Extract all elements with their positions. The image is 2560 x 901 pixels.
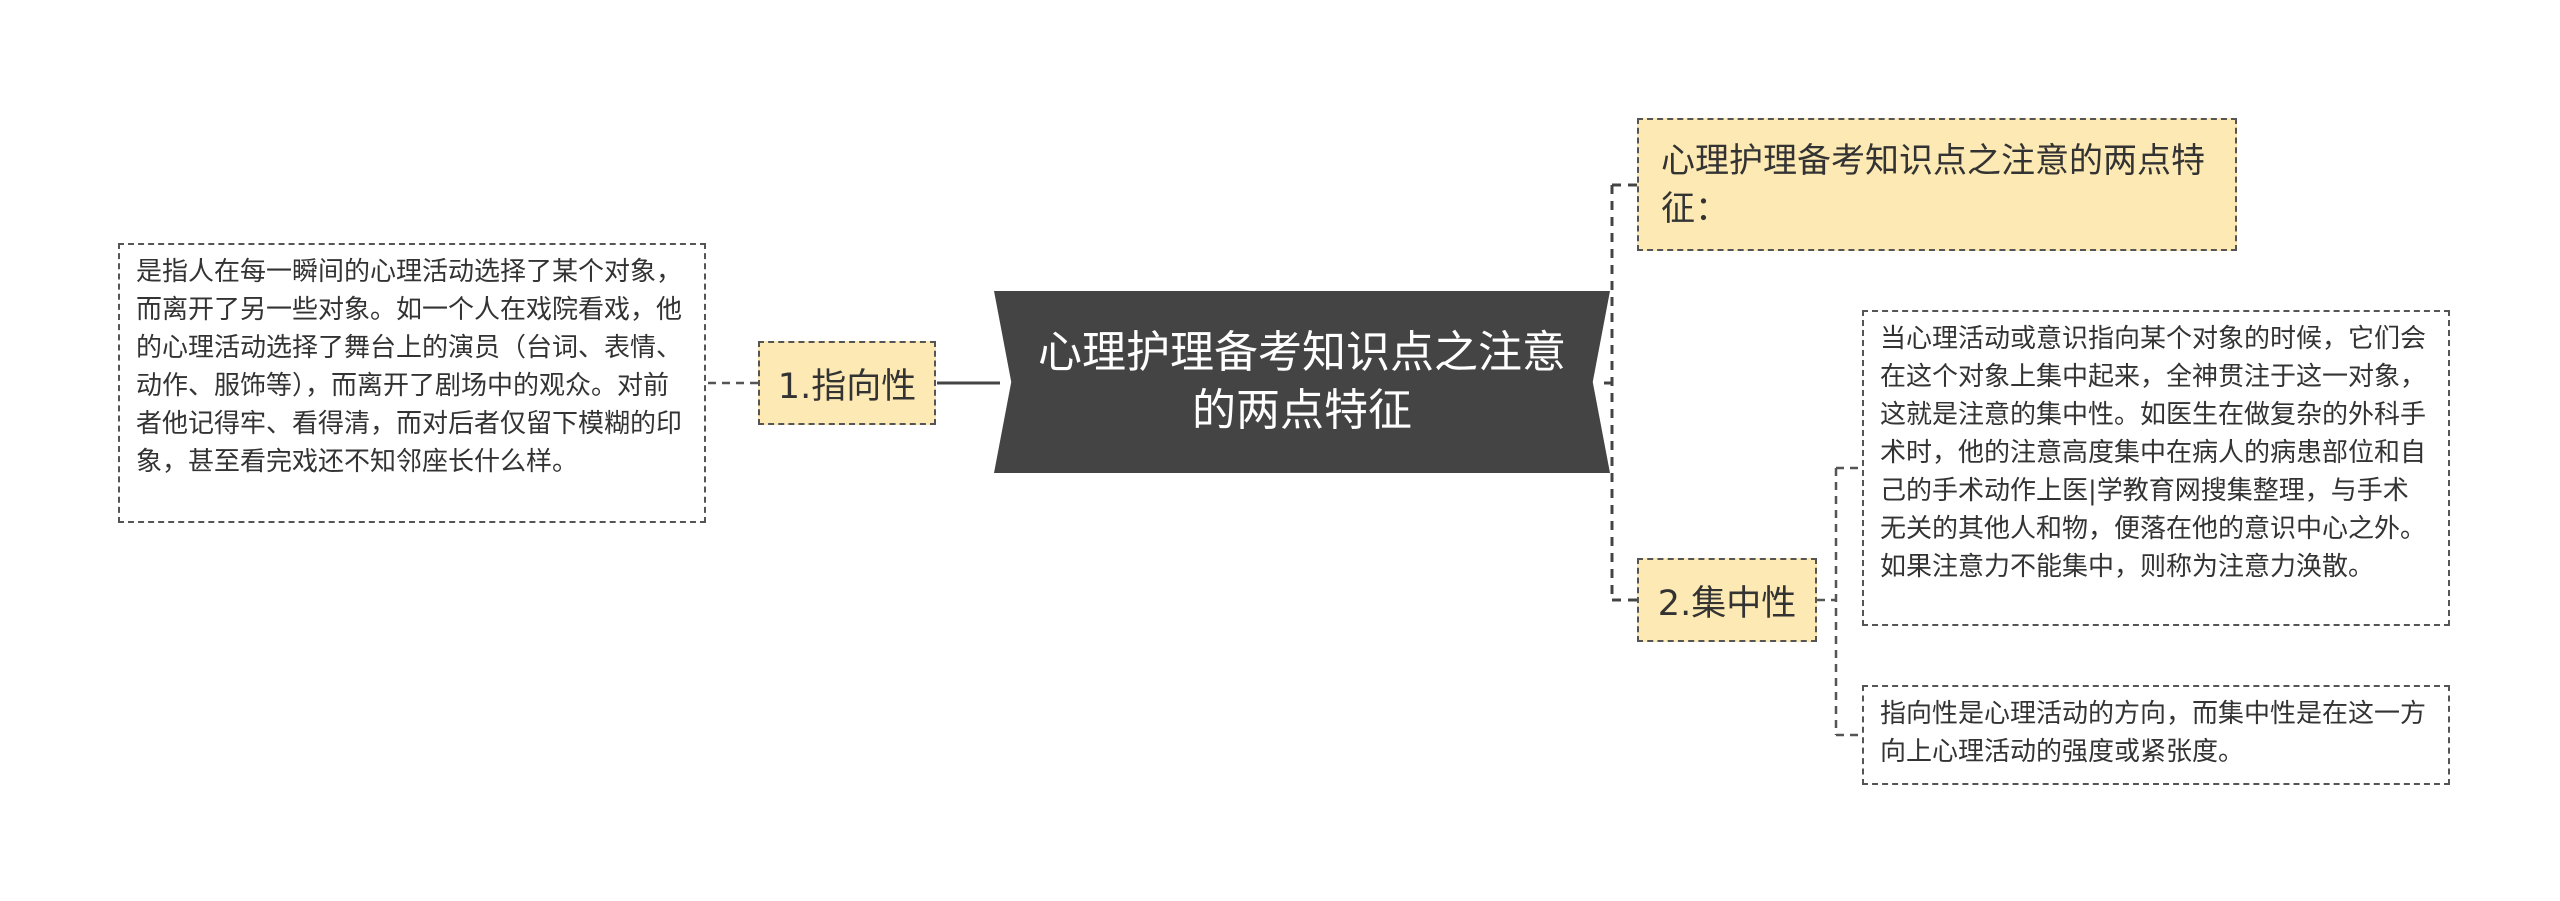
central-topic[interactable]: 心理护理备考知识点之注意的两点特征	[994, 291, 1610, 473]
detail-node-2-2[interactable]: 指向性是心理活动的方向，而集中性是在这一方向上心理活动的强度或紧张度。	[1862, 685, 2450, 785]
detail-node-2-2-text: 指向性是心理活动的方向，而集中性是在这一方向上心理活动的强度或紧张度。	[1880, 699, 2427, 767]
topic-node-2-label: 2.集中性	[1657, 583, 1797, 624]
topic-node-2[interactable]: 2.集中性	[1637, 558, 1817, 642]
topic-node-1-label: 1.指向性	[777, 366, 917, 407]
topic-node-1[interactable]: 1.指向性	[758, 341, 936, 425]
detail-node-2-1[interactable]: 当心理活动或意识指向某个对象的时候，它们会在这个对象上集中起来，全神贯注于这一对…	[1862, 310, 2450, 626]
title-node[interactable]: 心理护理备考知识点之注意的两点特征：	[1637, 118, 2237, 251]
detail-node-1-1-text: 是指人在每一瞬间的心理活动选择了某个对象，而离开了另一些对象。如一个人在戏院看戏…	[136, 257, 683, 477]
central-topic-text: 心理护理备考知识点之注意的两点特征	[1038, 327, 1566, 436]
title-node-text: 心理护理备考知识点之注意的两点特征：	[1661, 140, 2205, 229]
detail-node-2-1-text: 当心理活动或意识指向某个对象的时候，它们会在这个对象上集中起来，全神贯注于这一对…	[1880, 324, 2427, 582]
detail-node-1-1[interactable]: 是指人在每一瞬间的心理活动选择了某个对象，而离开了另一些对象。如一个人在戏院看戏…	[118, 243, 706, 523]
